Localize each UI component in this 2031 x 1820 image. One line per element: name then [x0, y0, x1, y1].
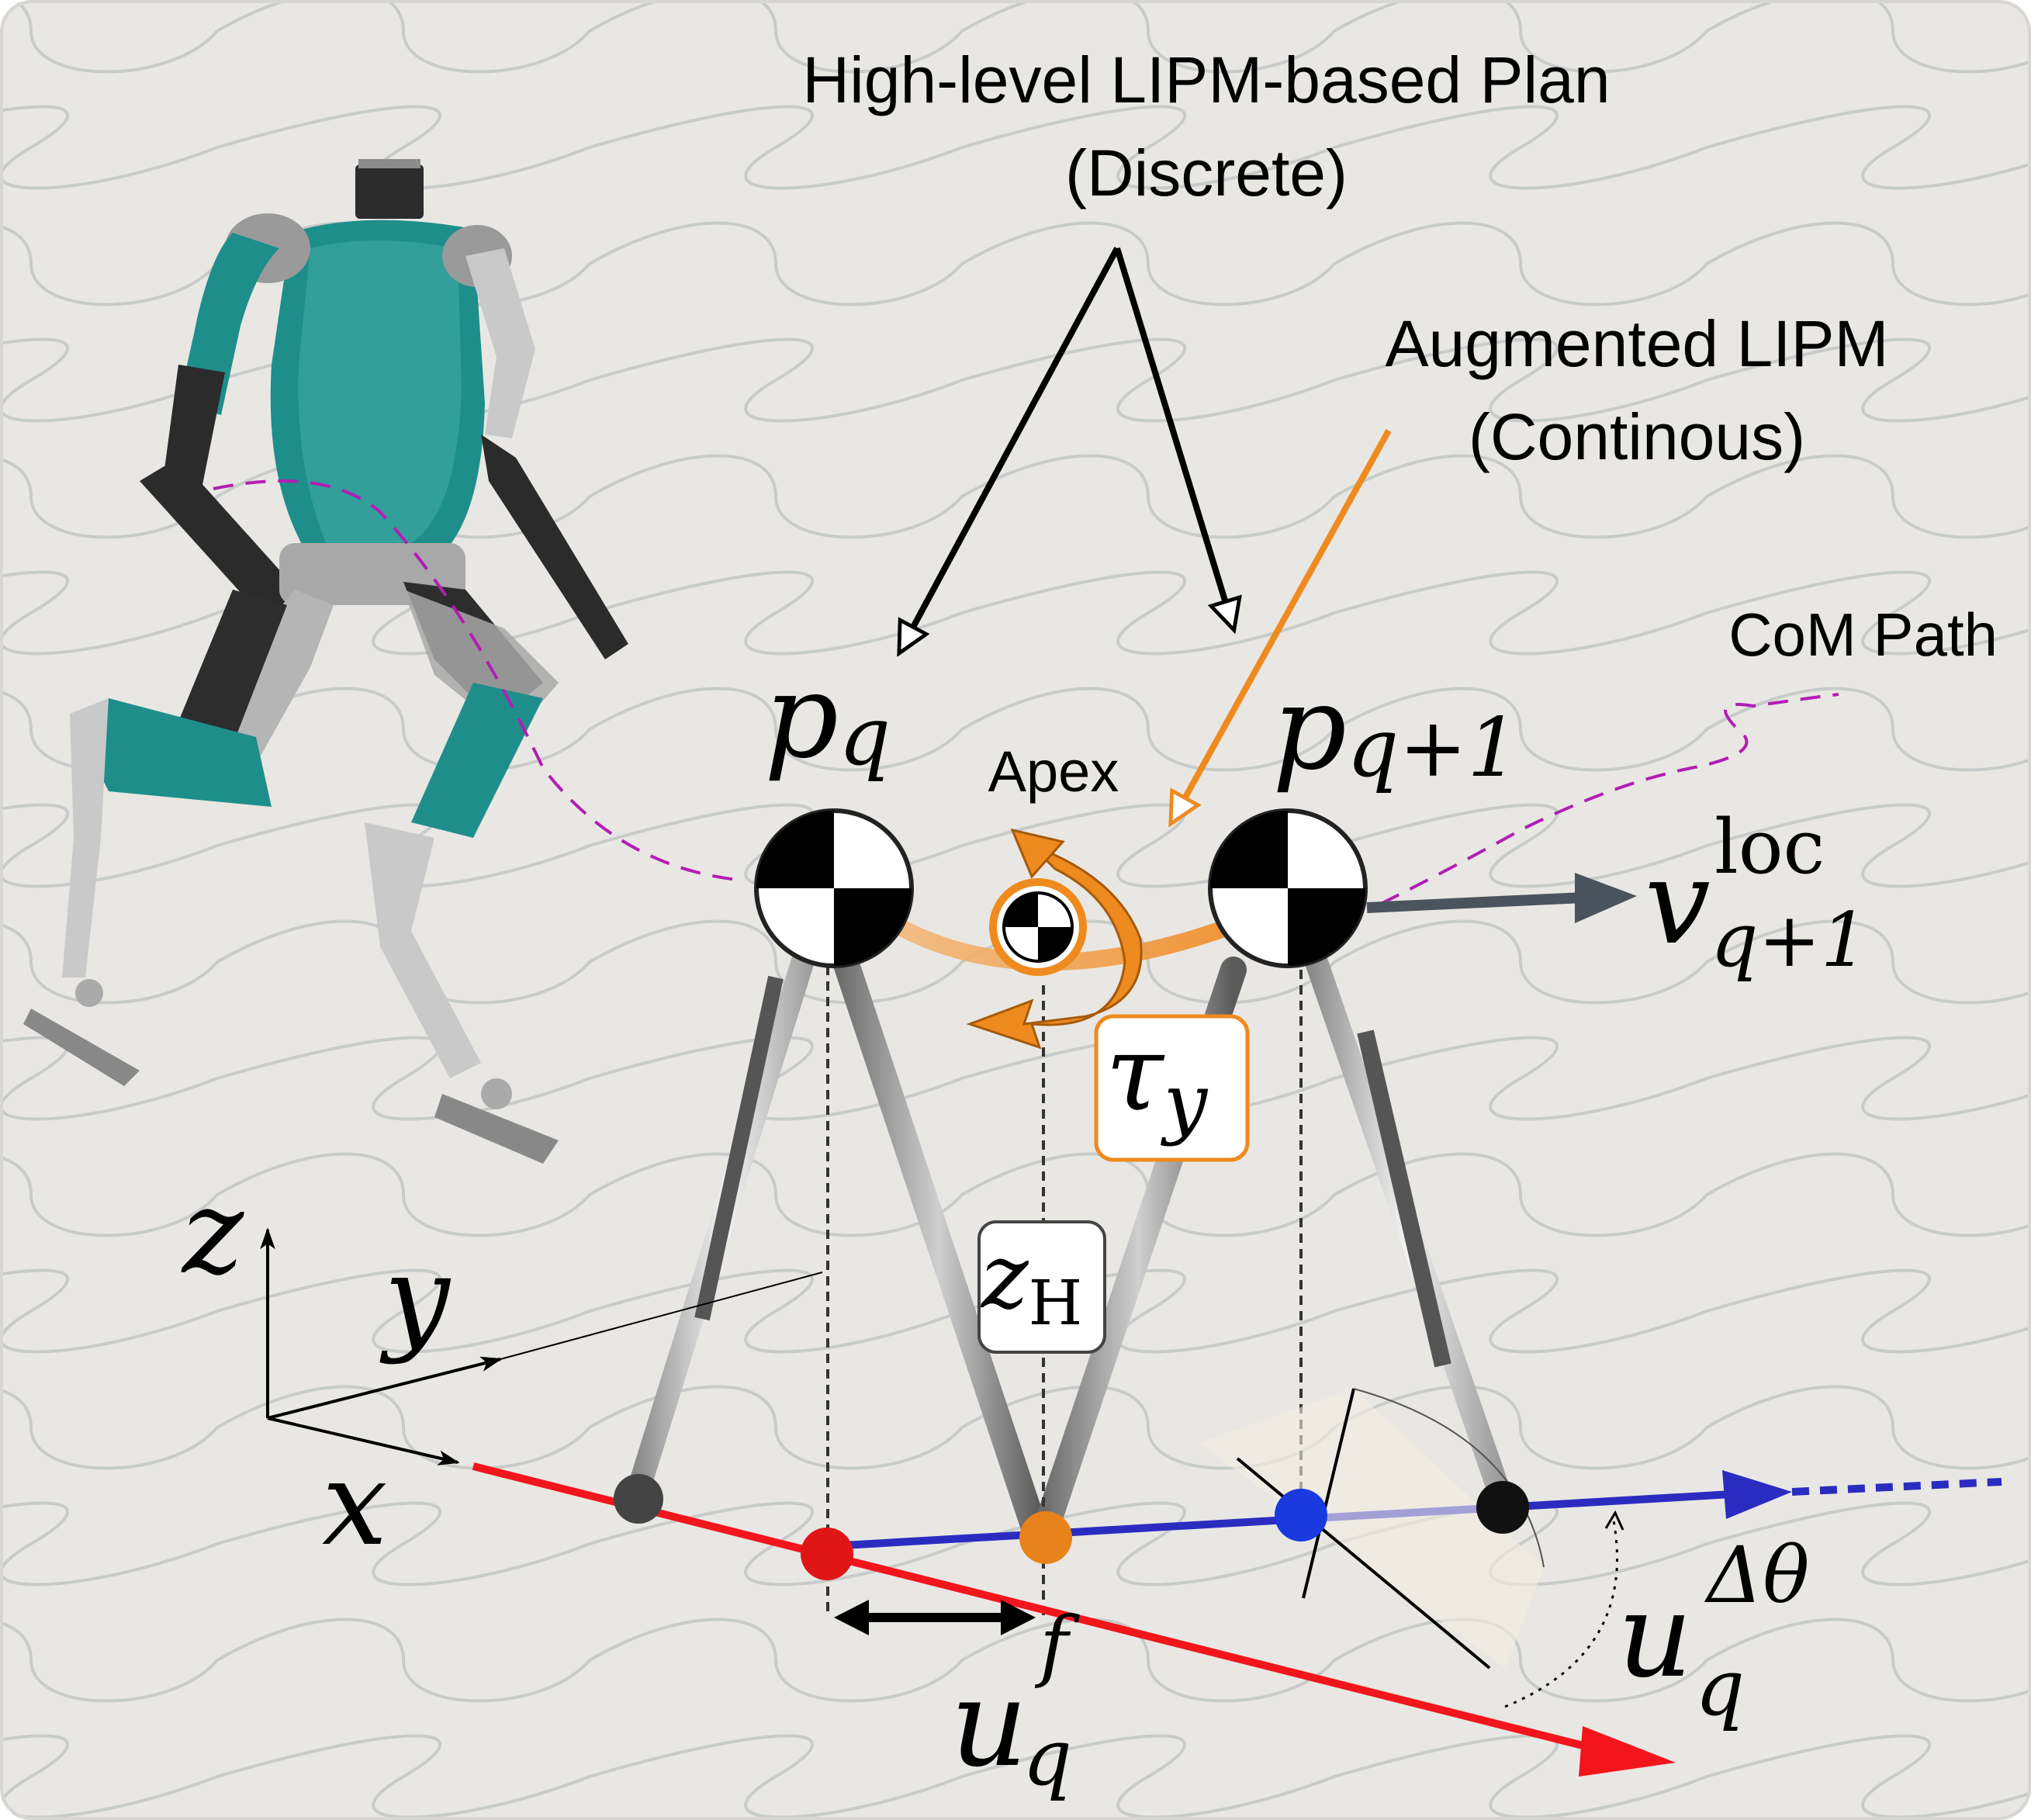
u-dtheta-sup: Δθ [1704, 1530, 1809, 1621]
bipedal-robot-image [23, 159, 628, 1164]
p-q-base: p [764, 649, 839, 784]
com-path-curve [213, 479, 1839, 905]
x-axis-line [472, 1462, 1676, 1777]
tau-y-base: τ [1105, 1012, 1165, 1134]
tau-y-sub: y [1161, 1057, 1209, 1147]
wave-line [0, 919, 2031, 1005]
v-loc-base: v [1645, 836, 1711, 971]
coordinate-frame [260, 1227, 823, 1465]
u-f-base: u [950, 1653, 1028, 1794]
rotation-plane [1199, 1388, 1545, 1669]
p-q1-base: p [1272, 661, 1347, 796]
tau-y-box [1094, 1014, 1250, 1162]
axis-x-label: x [322, 1437, 388, 1572]
apex-label: Apex [988, 739, 1119, 804]
high-level-subtitle: (Discrete) [1065, 137, 1348, 209]
augmented-arrow [1171, 429, 1392, 822]
torque-icon [966, 844, 1143, 1050]
com-path-label: CoM Path [1728, 600, 1998, 669]
p-q-label: pq [764, 649, 891, 784]
plan-arrows [900, 247, 1233, 652]
z-h-sub: H [1029, 1267, 1083, 1339]
v-loc-sup: loc [1714, 804, 1825, 891]
wave-line [0, 1268, 2031, 1354]
wave-line [0, 687, 2031, 772]
v-loc-sub: q+1 [1711, 897, 1868, 984]
u-dtheta-base: u [1618, 1569, 1693, 1704]
axis-z-label: z [181, 1165, 244, 1300]
wave-line [0, 1501, 2031, 1586]
p-q1-label: pq+1 [1272, 661, 1519, 796]
p-q1-sub: q+1 [1347, 701, 1519, 795]
z-h-box [977, 1220, 1106, 1354]
step-length-arrow [834, 1600, 1036, 1635]
wave-line [0, 1734, 2031, 1819]
wave-line [0, 1618, 2031, 1703]
wave-line [0, 0, 2031, 74]
apex-sphere [989, 878, 1087, 976]
foot-points [614, 1474, 1529, 1580]
wave-line [0, 105, 2031, 190]
augmented-subtitle: (Continous) [1469, 400, 1805, 473]
checkered-sphere-icon [754, 808, 914, 968]
wave-line [0, 803, 2031, 888]
p-q-sub: q [839, 689, 891, 784]
z-h-label: zH [980, 1225, 1082, 1339]
tau-y-label: τy [1105, 1012, 1209, 1147]
u-dtheta-sub: q [1695, 1642, 1745, 1733]
checkered-sphere-icon [1208, 808, 1368, 968]
velocity-arrow [1366, 873, 1637, 923]
u-f-sub: q [1022, 1712, 1072, 1803]
wave-line [0, 1385, 2031, 1470]
high-level-title: High-level LIPM-based Plan [802, 43, 1610, 116]
z-h-base: z [980, 1225, 1029, 1329]
augmented-title: Augmented LIPM [1385, 307, 1888, 380]
axis-y-label: y [379, 1231, 452, 1366]
